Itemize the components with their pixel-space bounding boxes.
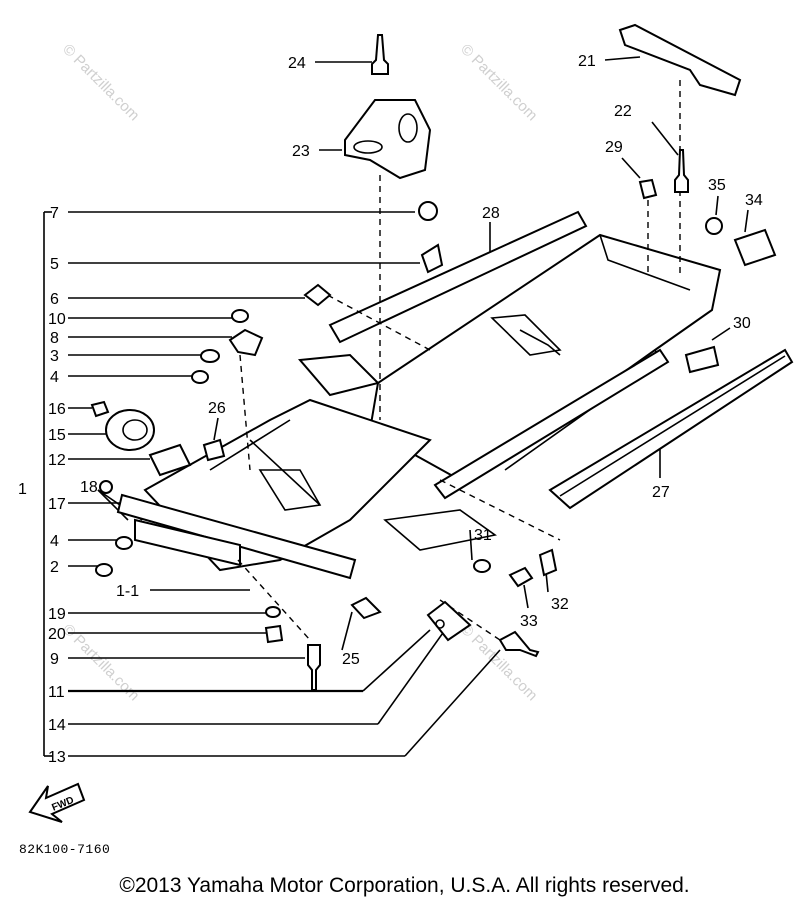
part-35-nut bbox=[705, 217, 723, 235]
callout-27: 27 bbox=[652, 484, 670, 501]
part-code: 82K100-7160 bbox=[19, 842, 111, 857]
callout-31: 31 bbox=[474, 527, 492, 544]
part-12-bracket bbox=[148, 443, 192, 477]
callout-13: 13 bbox=[48, 749, 66, 766]
callout-labels: 1 7 5 6 10 8 3 4 16 15 12 17 18 4 2 1-1 … bbox=[18, 53, 763, 766]
callout-22: 22 bbox=[614, 103, 632, 120]
assembly-bracket bbox=[43, 211, 52, 757]
part-4-bushing-lower bbox=[115, 536, 133, 550]
callout-6: 6 bbox=[50, 291, 59, 308]
callout-7: 7 bbox=[50, 205, 59, 222]
part-25-clip bbox=[350, 596, 382, 620]
callout-2: 2 bbox=[50, 559, 59, 576]
callout-33: 33 bbox=[520, 613, 538, 630]
callout-20: 20 bbox=[48, 626, 66, 643]
part-8-mount bbox=[228, 328, 264, 357]
part-26-clip bbox=[202, 438, 226, 462]
part-16-bolt bbox=[90, 400, 110, 418]
part-18-nut bbox=[99, 480, 113, 494]
copyright-notice: ©2013 Yamaha Motor Corporation, U.S.A. A… bbox=[119, 874, 690, 897]
callout-28: 28 bbox=[482, 205, 500, 222]
watermark: © Partzilla.com bbox=[457, 41, 540, 124]
part-23-mount bbox=[344, 99, 432, 180]
callout-5: 5 bbox=[50, 256, 59, 273]
callout-25: 25 bbox=[342, 651, 360, 668]
part-5-bracket bbox=[420, 243, 444, 274]
callout-29: 29 bbox=[605, 139, 623, 156]
callout-15: 15 bbox=[48, 427, 66, 444]
part-31-cap bbox=[473, 559, 491, 573]
callout-32: 32 bbox=[551, 596, 569, 613]
part-22-rivet bbox=[674, 149, 689, 193]
callout-14: 14 bbox=[48, 717, 66, 734]
leader-lines bbox=[68, 56, 749, 757]
part-24-rivet bbox=[371, 34, 389, 75]
part-29-cap bbox=[638, 178, 658, 200]
watermark: © Partzilla.com bbox=[457, 621, 540, 704]
callout-18: 18 bbox=[80, 479, 98, 496]
callout-21: 21 bbox=[578, 53, 596, 70]
parts bbox=[90, 23, 777, 691]
part-14-plate bbox=[426, 600, 472, 642]
callout-34: 34 bbox=[745, 192, 763, 209]
callout-35: 35 bbox=[708, 177, 726, 194]
callout-4-lower: 4 bbox=[50, 533, 59, 550]
part-3-bushing bbox=[200, 349, 220, 363]
part-2-bushing bbox=[95, 563, 113, 577]
part-34-reflector bbox=[733, 228, 777, 267]
callout-9: 9 bbox=[50, 651, 59, 668]
part-10-washer bbox=[231, 309, 249, 323]
callout-4: 4 bbox=[50, 369, 59, 386]
callout-3: 3 bbox=[50, 348, 59, 365]
chassis-frame bbox=[116, 80, 794, 641]
part-13-bolt bbox=[498, 630, 540, 658]
callout-1-1: 1-1 bbox=[116, 583, 139, 600]
part-32-clip bbox=[538, 548, 558, 577]
callout-26: 26 bbox=[208, 400, 226, 417]
callout-19: 19 bbox=[48, 606, 66, 623]
part-21-bracket bbox=[618, 23, 742, 97]
callout-17: 17 bbox=[48, 496, 66, 513]
part-19-washer bbox=[265, 606, 281, 618]
part-6-bracket bbox=[303, 283, 332, 307]
callout-12: 12 bbox=[48, 452, 66, 469]
callout-30: 30 bbox=[733, 315, 751, 332]
callout-10: 10 bbox=[48, 311, 66, 328]
callout-23: 23 bbox=[292, 143, 310, 160]
part-4-bushing bbox=[191, 370, 209, 384]
callout-11: 11 bbox=[48, 684, 65, 701]
callout-16: 16 bbox=[48, 401, 66, 418]
callout-1: 1 bbox=[18, 481, 27, 498]
watermark: © Partzilla.com bbox=[59, 41, 142, 124]
part-7-grommet bbox=[418, 201, 438, 221]
fwd-arrow-icon: FWD bbox=[28, 782, 86, 823]
callout-8: 8 bbox=[50, 330, 59, 347]
part-15-bearing-housing bbox=[105, 409, 155, 451]
part-20-collar bbox=[264, 624, 284, 644]
part-9-pin bbox=[307, 644, 321, 691]
part-33-bolt bbox=[508, 566, 534, 588]
part-30-plate bbox=[684, 345, 720, 374]
callout-24: 24 bbox=[288, 55, 306, 72]
